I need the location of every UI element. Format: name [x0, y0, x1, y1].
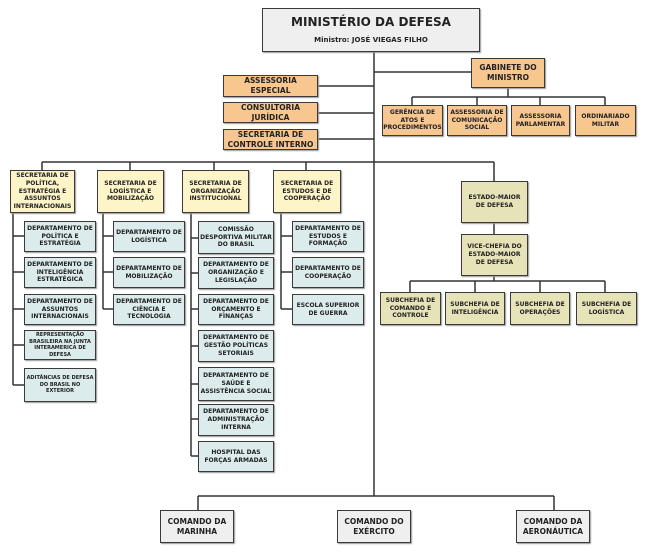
cabinet-unit: ORDINARIADO MILITAR [575, 105, 636, 136]
secretariat-box: SECRETARIA DE POLÍTICA, ESTRATÉGIA E ASS… [10, 170, 75, 213]
advisory-especial: ASSESSORIA ESPECIAL [223, 75, 318, 97]
ministry-title: MINISTÉRIO DA DEFESA [291, 15, 451, 30]
department-box: DEPARTAMENTO DE ORÇAMENTO E FINANÇAS [198, 294, 274, 325]
staff-box: ESTADO-MAIOR DE DEFESA [461, 181, 528, 223]
department-box: DEPARTAMENTO DE LOGÍSTICA [113, 221, 185, 252]
secretariat-box: SECRETARIA DE ESTUDOS E DE COOPERAÇÃO [273, 170, 341, 213]
vice-staff-box: VICE-CHEFIA DO ESTADO-MAIOR DE DEFESA [461, 234, 528, 276]
department-box: DEPARTAMENTO DE SAÚDE E ASSISTÊNCIA SOCI… [198, 367, 274, 401]
command-army: COMANDO DO EXÉRCITO [337, 510, 411, 543]
department-box: COMISSÃO DESPORTIVA MILITAR DO BRASIL [198, 221, 274, 254]
cabinet-box: GABINETE DO MINISTRO [471, 58, 545, 88]
advisory-controle-interno: SECRETARIA DE CONTROLE INTERNO [223, 129, 318, 150]
department-box: DEPARTAMENTO DE ASSUNTOS INTERNACIONAIS [24, 294, 96, 325]
minister-name: Ministro: JOSÉ VIEGAS FILHO [314, 35, 428, 44]
cabinet-unit: ASSESSORIA PARLAMENTAR [511, 105, 570, 136]
department-box: DEPARTAMENTO DE POLÍTICA E ESTRATÉGIA [24, 221, 96, 252]
subchefia-box: SUBCHEFIA DE LOGÍSTICA [576, 292, 637, 325]
advisory-juridica: CONSULTORIA JURÍDICA [223, 102, 318, 123]
department-box: DEPARTAMENTO DE ORGANIZAÇÃO E LEGISLAÇÃO [198, 257, 274, 289]
department-box: DEPARTAMENTO DE ADMINISTRAÇÃO INTERNA [198, 404, 274, 436]
subchefia-box: SUBCHEFIA DE OPERAÇÕES [510, 292, 570, 325]
department-box: REPRESENTAÇÃO BRASILEIRA NA JUNTA INTERA… [24, 330, 96, 360]
department-box: DEPARTAMENTO DE CIÊNCIA E TECNOLOGIA [113, 294, 185, 325]
department-box: ESCOLA SUPERIOR DE GUERRA [292, 294, 364, 325]
command-navy: COMANDO DA MARINHA [160, 510, 234, 543]
department-box: DEPARTAMENTO DE MOBILIZAÇÃO [113, 257, 185, 288]
department-box: HOSPITAL DAS FORÇAS ARMADAS [198, 441, 274, 472]
department-box: DEPARTAMENTO DE INTELIGÊNCIA ESTRATÉGICA [24, 257, 96, 288]
cabinet-unit: GERÊNCIA DE ATOS E PROCEDIMENTOS [382, 105, 443, 136]
department-box: ADITÂNCIAS DE DEFESA DO BRASIL NO EXTERI… [24, 368, 96, 402]
cabinet-unit: ASSESSORIA DE COMUNICAÇÃO SOCIAL [447, 105, 507, 136]
subchefia-box: SUBCHEFIA DE COMANDO E CONTROLE [380, 292, 441, 325]
secretariat-box: SECRETARIA DE ORGANIZAÇÃO INSTITUCIONAL [182, 170, 249, 213]
command-air-force: COMANDO DA AERONÁUTICA [516, 510, 590, 543]
department-box: DEPARTAMENTO DE ESTUDOS E FORMAÇÃO [292, 221, 364, 252]
department-box: DEPARTAMENTO DE GESTÃO POLÍTICAS SETORIA… [198, 330, 274, 362]
department-box: DEPARTAMENTO DE COOPERAÇÃO [292, 257, 364, 288]
secretariat-box: SECRETARIA DE LOGÍSTICA E MOBILIZAÇÃO [97, 170, 164, 213]
ministry-box: MINISTÉRIO DA DEFESA Ministro: JOSÉ VIEG… [262, 8, 480, 52]
subchefia-box: SUBCHEFIA DE INTELIGÊNCIA [445, 292, 505, 325]
